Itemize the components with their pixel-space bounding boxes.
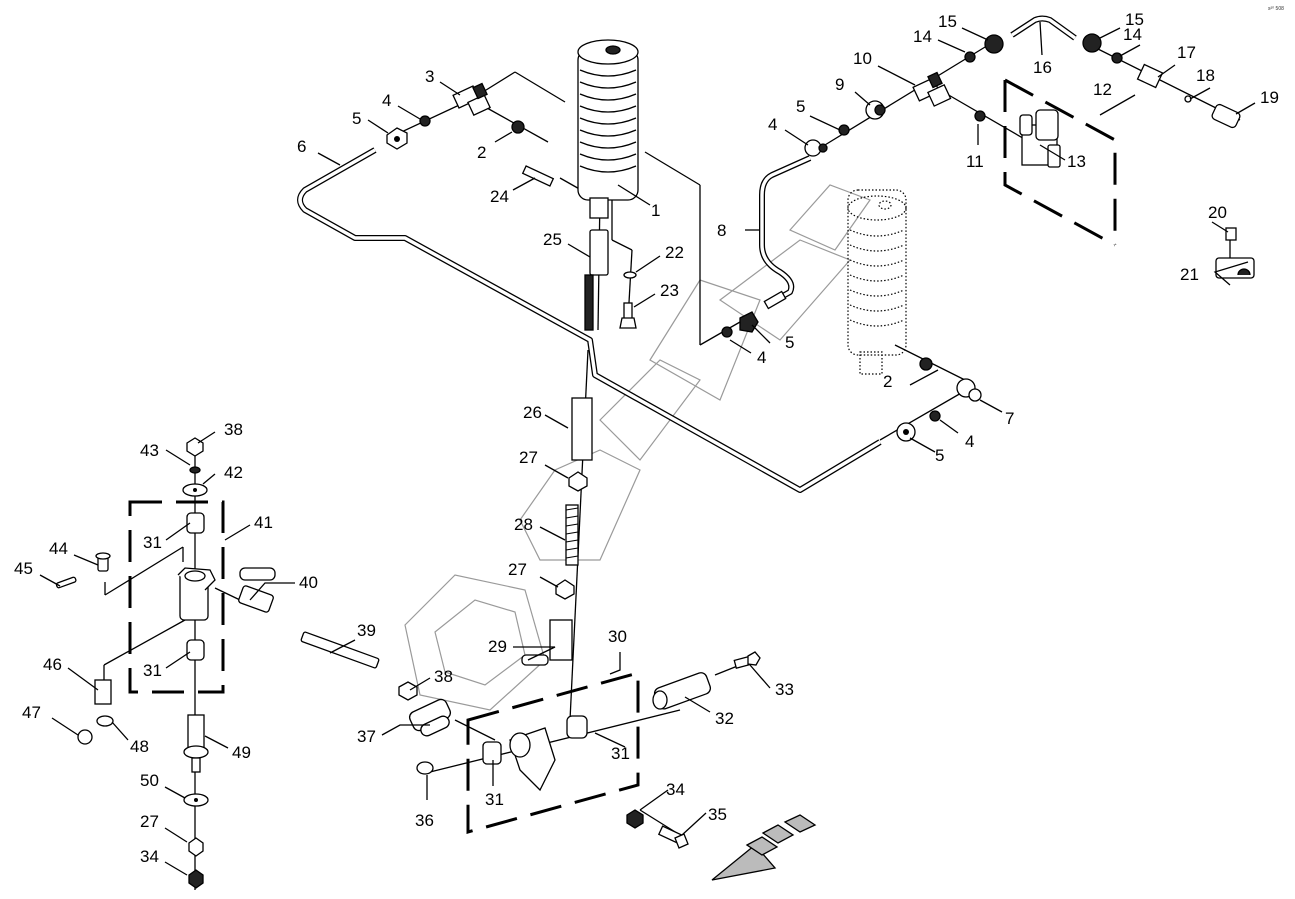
callout-9: 9: [835, 75, 844, 94]
fittings-lower-right: [721, 290, 982, 442]
callout-18: 18: [1196, 66, 1215, 85]
fittings-top-right: [804, 33, 1241, 157]
fittings-top-left: [386, 82, 637, 331]
callout-30: 30: [608, 627, 627, 646]
callout-10: 10: [853, 49, 872, 68]
callout-46: 46: [43, 655, 62, 674]
callout-32: 32: [715, 709, 734, 728]
callout-34: 34: [666, 780, 685, 799]
callout-2: 2: [883, 372, 892, 391]
callout-4: 4: [757, 348, 766, 367]
callout-14: 14: [1123, 25, 1142, 44]
callout-43: 43: [140, 441, 159, 460]
callout-4: 4: [382, 91, 391, 110]
callout-2: 2: [477, 143, 486, 162]
direction-arrow-icon: [711, 814, 817, 881]
callout-34: 34: [140, 847, 159, 866]
callout-39: 39: [357, 621, 376, 640]
callout-28: 28: [514, 515, 533, 534]
callout-13: 13: [1067, 152, 1086, 171]
callout-21: 21: [1180, 265, 1199, 284]
callout-36: 36: [415, 811, 434, 830]
callout-3: 3: [425, 67, 434, 86]
callout-5: 5: [796, 97, 805, 116]
callout-24: 24: [490, 187, 509, 206]
callout-4: 4: [768, 115, 777, 134]
shock-absorber-1: [577, 39, 639, 219]
callout-31: 31: [611, 744, 630, 763]
callout-31: 31: [485, 790, 504, 809]
group-box-30: [466, 671, 640, 834]
callout-26: 26: [523, 403, 542, 422]
valve-13: [1019, 109, 1061, 168]
callout-40: 40: [299, 573, 318, 592]
callout-15: 15: [938, 12, 957, 31]
callout-19: 19: [1260, 88, 1279, 107]
callout-22: 22: [665, 243, 684, 262]
pipe-6: [297, 147, 882, 493]
callout-48: 48: [130, 737, 149, 756]
callout-5: 5: [935, 446, 944, 465]
callout-38: 38: [224, 420, 243, 439]
left-column-parts: [55, 437, 380, 889]
tube-16: [1010, 15, 1077, 41]
shock-absorber-ghost: [847, 189, 907, 375]
callout-27: 27: [519, 448, 538, 467]
callouts: 1 2 2 3 4 4 4 4 5 5 5 5 6 7 8 9 10 11 12…: [14, 10, 1279, 866]
callout-20: 20: [1208, 203, 1227, 222]
callout-27: 27: [508, 560, 527, 579]
callout-41: 41: [254, 513, 273, 532]
callout-14: 14: [913, 27, 932, 46]
callout-4: 4: [965, 432, 974, 451]
callout-17: 17: [1177, 43, 1196, 62]
hose-8: [759, 155, 812, 305]
corner-code: s²⁰ 508: [1268, 6, 1284, 12]
callout-5: 5: [352, 109, 361, 128]
callout-23: 23: [660, 281, 679, 300]
callout-29: 29: [488, 637, 507, 656]
callout-44: 44: [49, 539, 68, 558]
callout-27: 27: [140, 812, 159, 831]
leader-lines: [39, 21, 1256, 876]
group-box-12: [1003, 78, 1117, 247]
callout-12: 12: [1093, 80, 1112, 99]
callout-6: 6: [297, 137, 306, 156]
callout-7: 7: [1005, 409, 1014, 428]
callout-42: 42: [224, 463, 243, 482]
callout-33: 33: [775, 680, 794, 699]
callout-35: 35: [708, 805, 727, 824]
callout-5: 5: [785, 333, 794, 352]
group-box-41: [128, 500, 225, 694]
callout-38: 38: [434, 667, 453, 686]
callout-31: 31: [143, 533, 162, 552]
callout-45: 45: [14, 559, 33, 578]
callout-8: 8: [717, 221, 726, 240]
callout-49: 49: [232, 743, 251, 762]
callout-50: 50: [140, 771, 159, 790]
callout-37: 37: [357, 727, 376, 746]
callout-47: 47: [22, 703, 41, 722]
callout-25: 25: [543, 230, 562, 249]
callout-11: 11: [966, 152, 984, 171]
callout-1: 1: [651, 201, 660, 220]
watermark-logo: [404, 184, 871, 711]
callout-16: 16: [1033, 58, 1052, 77]
callout-15: 15: [1125, 10, 1144, 29]
middle-column: [521, 397, 593, 666]
lower-center-parts: [398, 651, 761, 849]
callout-31: 31: [143, 661, 162, 680]
